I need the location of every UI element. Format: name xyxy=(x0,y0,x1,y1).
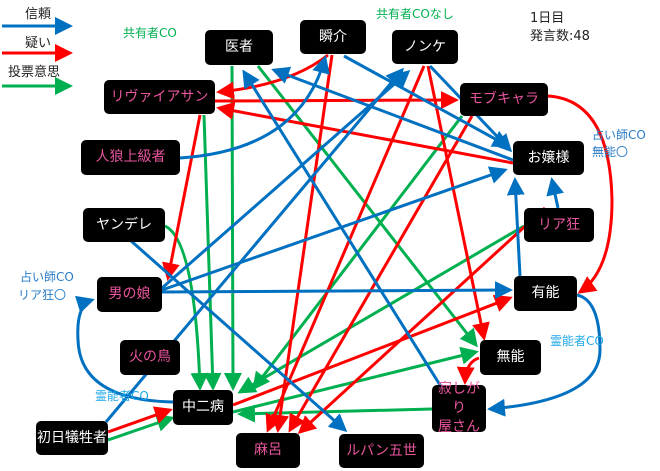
seer-result-note-right: 無能〇 xyxy=(592,145,629,159)
seer-result-note-left: リア狂〇 xyxy=(18,288,67,302)
node-leviathan[interactable]: リヴァイアサン xyxy=(104,80,215,114)
edge-doubt xyxy=(426,65,490,341)
sharer-co-note: 共有者CO xyxy=(123,26,177,40)
edge-trust xyxy=(161,70,411,290)
legend-doubt-label: 疑い xyxy=(25,36,52,51)
legend-vote-label: 投票意思 xyxy=(8,65,61,80)
edge-trust xyxy=(129,238,348,432)
legend-trust-label: 信頼 xyxy=(25,7,52,22)
node-shunsuke[interactable]: 瞬介 xyxy=(300,20,366,54)
node-nonke[interactable]: ノンケ xyxy=(392,30,458,64)
post-count: 発言数:48 xyxy=(530,29,590,44)
node-shonichi-giseisha[interactable]: 初日犠牲者 xyxy=(36,421,108,455)
node-riakyou[interactable]: リア狂 xyxy=(524,208,594,242)
node-maro[interactable]: 麻呂 xyxy=(236,433,300,468)
edge-trust xyxy=(161,281,513,300)
edge-doubt xyxy=(214,91,459,110)
edge-vote xyxy=(202,114,222,391)
edge-trust xyxy=(487,293,602,417)
edge-trust xyxy=(74,295,174,404)
seer-co-note-right: 占い師CO xyxy=(592,128,646,142)
edge-vote xyxy=(237,404,433,423)
node-yuunou[interactable]: 有能 xyxy=(514,276,577,311)
edge-doubt xyxy=(232,295,513,407)
node-munou[interactable]: 無能 xyxy=(480,340,541,375)
node-mobchara[interactable]: モブキャラ xyxy=(460,83,548,116)
edge-doubt xyxy=(297,206,547,435)
medium-co-note-left: 霊能者CO xyxy=(95,389,149,403)
edge-doubt xyxy=(547,94,614,294)
edge-doubt xyxy=(265,65,426,433)
node-sabishigari-line2: 屋さん xyxy=(438,418,480,435)
edge-doubt xyxy=(456,356,480,385)
edge-doubt xyxy=(216,101,514,165)
node-chuunibyou[interactable]: 中二病 xyxy=(173,390,233,425)
sharer-none-note: 共有者COなし xyxy=(376,7,454,21)
edge-trust xyxy=(343,54,511,148)
edge-trust xyxy=(271,66,514,162)
node-hinotori[interactable]: 火の鳥 xyxy=(120,340,180,375)
node-isha[interactable]: 医者 xyxy=(205,30,273,65)
node-ojousama[interactable]: お嬢様 xyxy=(513,141,584,175)
edge-vote xyxy=(164,224,209,391)
node-sabishigariyasan[interactable]: 寂しがり 屋さん xyxy=(432,381,486,435)
edge-doubt xyxy=(107,406,173,434)
seer-co-note-left: 占い師CO xyxy=(20,270,74,284)
edge-doubt xyxy=(162,114,202,281)
edge-doubt xyxy=(288,115,474,433)
node-sabishigari-line1: 寂しがり xyxy=(438,381,480,417)
edge-trust xyxy=(506,177,525,277)
edge-trust xyxy=(179,55,330,160)
node-otokonoko[interactable]: 男の娘 xyxy=(97,277,162,312)
day-label: 1日目 xyxy=(530,11,565,26)
edge-trust xyxy=(546,177,564,209)
node-lupin-gosei[interactable]: ルパン五世 xyxy=(339,434,424,468)
medium-co-note-right: 霊能者CO xyxy=(550,334,604,348)
node-jinro-joukyuusha[interactable]: 人狼上級者 xyxy=(81,140,180,175)
node-yandere[interactable]: ヤンデレ xyxy=(83,208,165,242)
edge-doubt xyxy=(271,54,334,433)
edge-trust xyxy=(161,166,508,292)
legend-arrows xyxy=(2,17,73,95)
trust-edges xyxy=(74,54,602,432)
